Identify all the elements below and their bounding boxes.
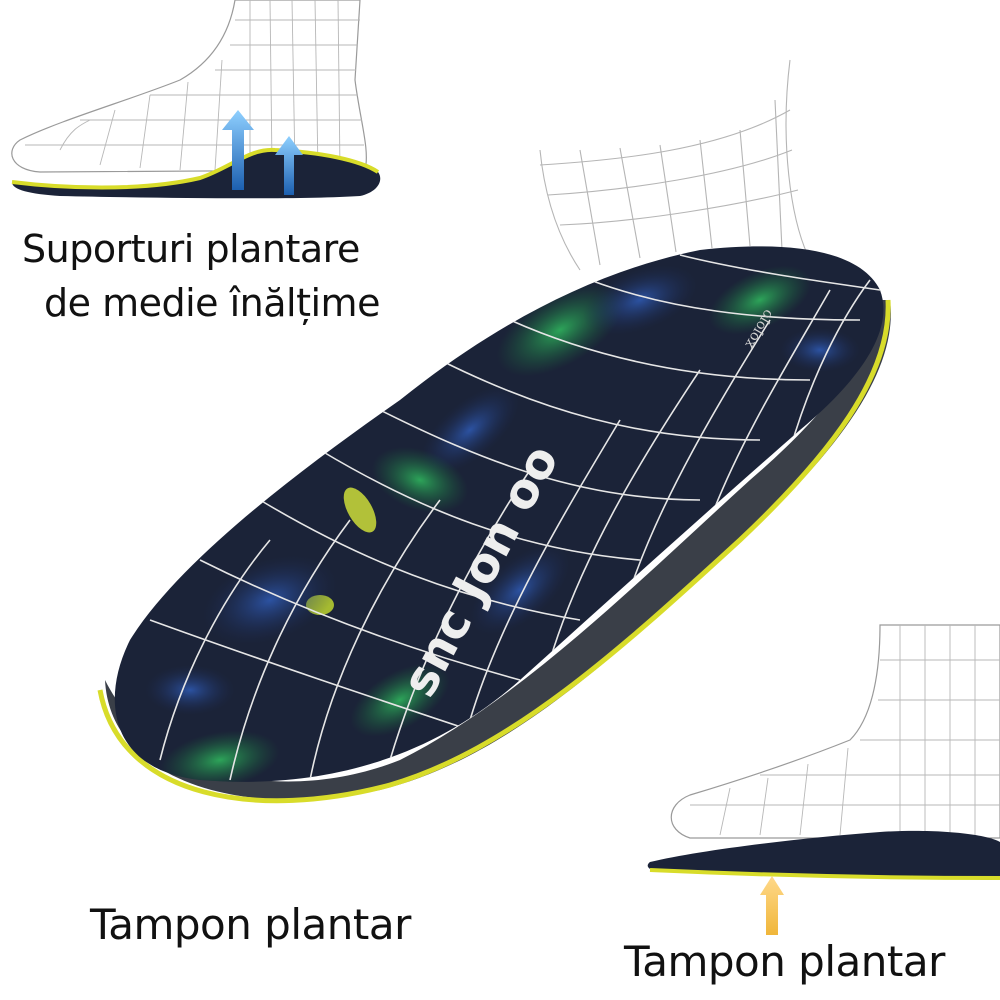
arch-support-label-line2: de medie înălțime <box>44 281 380 325</box>
main-insole: snc Jon oo xololo <box>97 59 891 804</box>
bottom-foot-grid <box>690 625 1000 836</box>
insole-yellow-edge <box>97 299 891 804</box>
arch-support-label: Suporturi plantare de medie înălțime <box>22 222 380 330</box>
cushion-label-left: Tampon plantar <box>90 900 411 949</box>
insole-wireframe <box>149 254 881 781</box>
arch-support-label-line1: Suporturi plantare <box>22 227 360 271</box>
leg-wireframe <box>539 59 811 271</box>
bottom-insole-edge <box>649 868 1000 880</box>
top-foot-grid <box>25 0 364 171</box>
insole-bottom <box>105 300 891 800</box>
cushion-label-right: Tampon plantar <box>624 937 945 986</box>
bottom-insole-side <box>647 830 1000 880</box>
cushion-arrow-icon <box>760 876 784 935</box>
bottom-foot-wireframe <box>670 624 1000 839</box>
arch-support-arrow-icon <box>222 110 303 195</box>
top-foot-wireframe <box>11 0 367 173</box>
top-insole-edge <box>11 147 380 190</box>
insole-top-surface <box>114 246 884 782</box>
top-foot-diagram <box>11 0 381 199</box>
bottom-foot-diagram <box>647 624 1000 935</box>
